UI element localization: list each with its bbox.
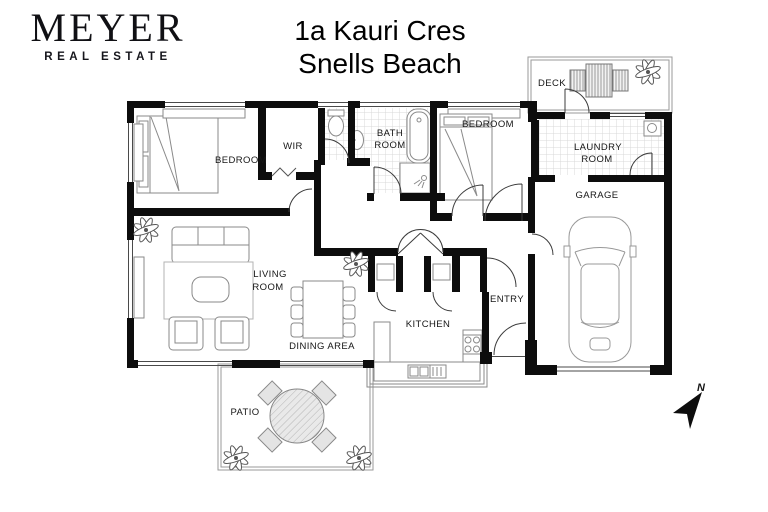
window-sill [133,256,145,319]
dining-table-icon [290,280,356,339]
plant-icon [634,58,662,86]
patio-area [217,363,374,471]
room-label-patio: PATIO [230,407,259,418]
north-arrow-icon: N [673,382,706,429]
toilet-icon [327,109,345,137]
patio-table-icon [269,388,325,444]
door-garage [531,233,554,256]
door-closet-b [432,291,453,312]
double-door-arc [397,229,444,253]
room-labels: BEDROOM WIR BATH ROOM BEDROOM LAUNDRY RO… [215,78,622,418]
door-closet-a [376,291,397,312]
door-front [493,322,527,356]
room-label-laundry-1: LAUNDRY [574,142,622,153]
armchair-icon [214,316,250,351]
windows-layer [128,102,650,372]
shower-icon [399,162,431,194]
armchair-icon [168,316,204,351]
door-deck-laundry [564,88,590,114]
laundry-tub-icon [643,120,662,137]
kitchen-sink-icon [407,364,447,379]
agency-logo-title: MEYER [30,5,186,50]
room-label-wir: WIR [283,141,303,152]
door-wc [324,138,350,164]
bifold-wir [271,167,297,177]
deck-chair-icon [569,69,586,92]
bed-icon [136,115,219,194]
deck-chair-icon [612,69,629,92]
room-label-bath-1: BATH [377,128,403,139]
room-label-deck: DECK [538,78,566,89]
door-entry-closet [486,257,517,288]
coffee-table-icon [191,276,230,303]
window-sill [162,108,246,119]
bed-icon [439,113,493,201]
room-label-kitchen: KITCHEN [406,319,451,330]
room-label-garage: GARAGE [575,190,618,201]
car-icon [563,216,637,363]
deck-area [527,56,673,114]
door-bedroom-left [288,188,313,213]
door-bathroom [373,166,402,195]
stove-icon [462,334,482,355]
room-label-dining: DINING AREA [289,341,355,352]
furniture-layer [133,108,662,388]
closet-shelf [432,263,451,281]
door-laundry-side [629,152,653,176]
walls-layer [127,101,672,375]
deck-table-icon [585,63,613,98]
bathtub-icon [406,108,432,164]
north-arrow-label: N [697,382,706,394]
doors-layer [271,88,653,356]
agency-logo-subtitle: REAL ESTATE [44,51,172,63]
door-hall-entry [484,183,523,222]
door-bedroom-right [451,184,484,217]
room-label-living-2: ROOM [252,282,283,293]
room-label-bedroom-left: BEDROOM [215,155,267,166]
agency-logo: MEYER REAL ESTATE [22,5,194,64]
room-label-entry: ENTRY [490,294,524,305]
double-door-leaves [397,232,444,255]
window-sill [133,123,144,182]
room-label-bedroom-right: BEDROOM [462,119,514,130]
room-label-living-1: LIVING [253,269,287,280]
address-line-2: Snells Beach [298,48,462,79]
patio-chair-icon [257,380,337,453]
room-label-laundry-2: ROOM [581,154,612,165]
sofa-icon [171,226,250,264]
property-address: 1a Kauri Cres Snells Beach [248,14,512,80]
plant-icon [132,216,160,244]
closet-shelf [376,263,395,281]
address-line-1: 1a Kauri Cres [294,15,466,46]
room-label-bath-2: ROOM [374,140,405,151]
